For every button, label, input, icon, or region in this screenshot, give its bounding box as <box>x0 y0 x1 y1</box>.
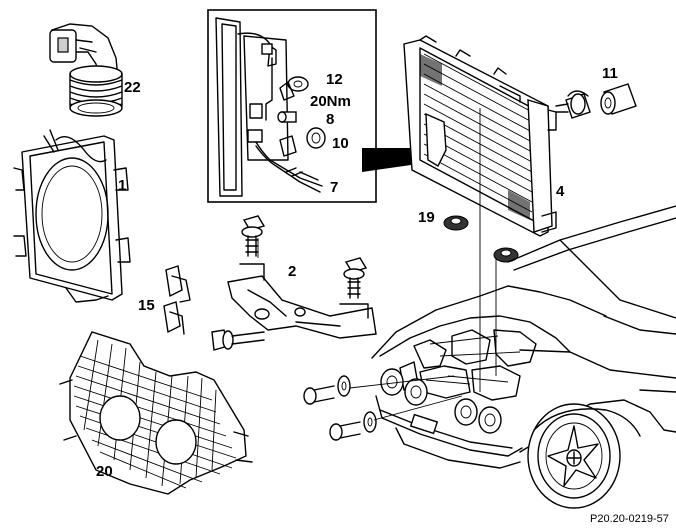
callout-2: 2 <box>288 263 296 280</box>
callout-labels: 22 1 12 20Nm 8 10 7 11 4 19 2 15 20 P20.… <box>96 65 669 525</box>
callout-1: 1 <box>118 177 126 194</box>
bolt-lower-left <box>211 329 265 351</box>
front-bolt-upper <box>303 375 351 405</box>
vehicle-front <box>371 205 676 509</box>
reference-code: P20.20-0219-57 <box>590 513 669 525</box>
callout-11: 11 <box>602 65 618 82</box>
rubber-mount-part <box>443 215 519 263</box>
callout-10: 10 <box>332 135 349 152</box>
air-duct-part <box>49 23 123 117</box>
clip-10-part <box>279 127 326 157</box>
bolt-upper-right <box>343 257 368 299</box>
grille-part <box>59 331 253 495</box>
callout-15: 15 <box>138 297 155 314</box>
spring-clip-part <box>163 265 191 335</box>
hose-clamp-part <box>555 90 591 119</box>
bolt-upper-left <box>241 215 266 257</box>
callout-8: 8 <box>326 111 334 128</box>
clip-12-part <box>279 76 309 101</box>
seal-ring-8-part <box>277 111 297 123</box>
callout-19: 19 <box>418 209 435 226</box>
front-bolt-lower <box>329 411 377 441</box>
bracket-part <box>227 263 377 339</box>
callout-22: 22 <box>124 79 141 96</box>
callout-12: 12 <box>326 71 343 88</box>
callout-20: 20 <box>96 463 113 480</box>
fan-shroud-part <box>13 129 131 303</box>
callout-4: 4 <box>556 183 565 200</box>
callout-torque: 20Nm <box>310 93 351 110</box>
detail-inset <box>207 9 377 203</box>
callout-7: 7 <box>330 179 338 196</box>
radiator-part <box>403 35 557 237</box>
coolant-hose-part <box>600 83 637 115</box>
leader-lines <box>257 108 497 421</box>
